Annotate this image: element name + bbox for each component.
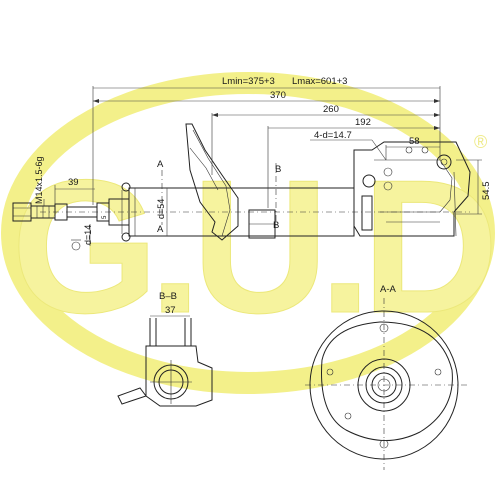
dim-58: 58 (409, 136, 420, 147)
section-b-bottom: B (273, 220, 279, 231)
dimension-lines: Lmin=375+3 Lmax=601+3 370 260 192 4-d=14… (34, 76, 492, 251)
aa-seat (321, 321, 453, 441)
dim-lmax: Lmax=601+3 (292, 76, 347, 87)
bb-tab (117, 387, 147, 405)
section-bb-title: B–B (159, 291, 177, 302)
dim-39: 39 (68, 177, 79, 188)
bb-bracket (145, 345, 213, 407)
dim-rod: d=14 (83, 225, 93, 245)
logo-ellipse (1, 72, 495, 394)
section-markers: A A B B (157, 159, 281, 235)
section-a-bottom: A (157, 224, 164, 235)
registered-mark: ® (474, 132, 487, 152)
dim-37: 37 (165, 305, 176, 316)
knuckle-flange (353, 141, 471, 237)
dim-54-5: 54.5 (481, 182, 492, 201)
gud-logo: G.U.D ® (1, 72, 500, 394)
aa-rod-hole (365, 366, 403, 404)
section-aa-title: A-A (380, 284, 397, 295)
logo-letters: G.U.D (11, 141, 492, 353)
dim-370: 370 (270, 90, 286, 101)
dim-192: 192 (355, 117, 371, 128)
section-bb-view: B–B 37 (117, 291, 213, 407)
dim-holes: 4-d=14.7 (314, 130, 352, 141)
spring-seat (185, 123, 239, 241)
flange-hole-mid (362, 174, 376, 188)
section-aa-view: A-A (305, 284, 470, 470)
strut-side-view (12, 123, 471, 242)
dim-tube: d=54 (156, 199, 166, 219)
aa-outer-plate (309, 310, 459, 460)
flange-hole-top (436, 154, 452, 170)
dim-thread: M14x1.5-6g (34, 156, 44, 204)
dim-lmin: Lmin=375+3 (222, 76, 275, 87)
dim-5: 5 (102, 215, 108, 219)
section-b-top: B (275, 164, 281, 175)
dim-260: 260 (323, 104, 339, 115)
section-a-top: A (157, 159, 164, 170)
